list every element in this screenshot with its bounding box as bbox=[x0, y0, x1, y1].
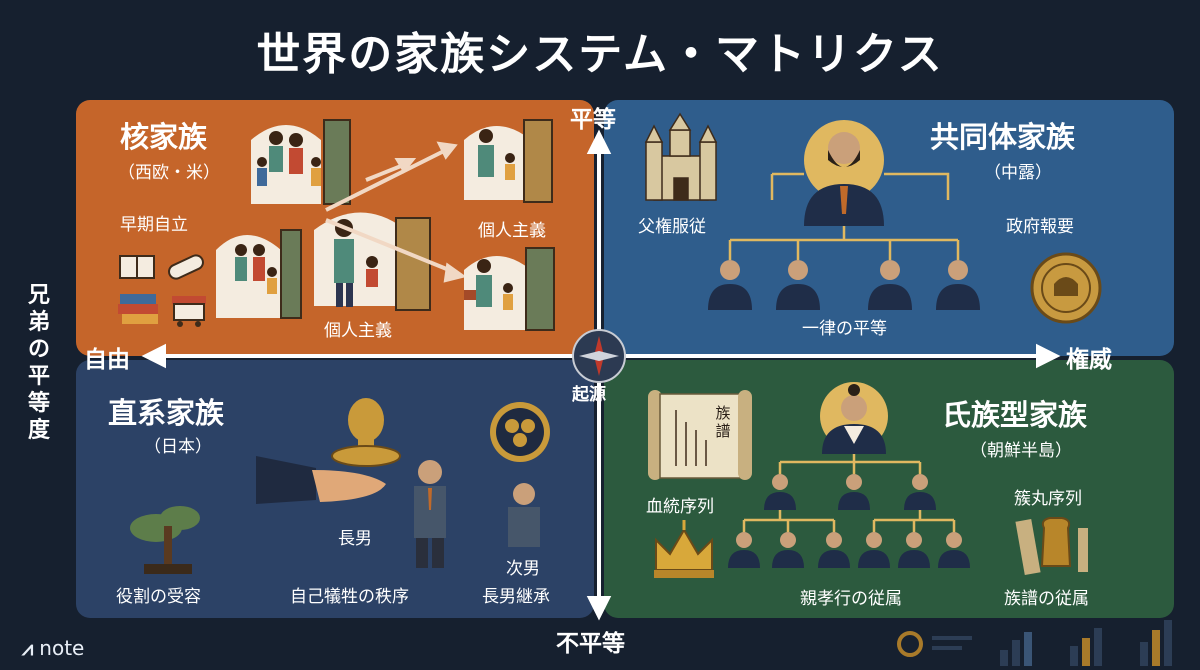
note-brand[interactable]: ⩘note bbox=[22, 636, 84, 660]
father-child-doorway-icon bbox=[314, 212, 431, 311]
quadrant-title: 直系家族 bbox=[108, 396, 225, 430]
second-son-figure-icon bbox=[508, 483, 540, 547]
castle-icon bbox=[644, 112, 718, 201]
bonsai-tree-icon bbox=[130, 506, 200, 574]
arrows-icon bbox=[325, 141, 467, 283]
label-patriarchal-obedience: 父権服従 bbox=[638, 217, 706, 237]
clan-tree-lines bbox=[742, 454, 956, 532]
father-child-leaving-icon bbox=[464, 119, 553, 203]
label-early-independence: 早期自立 bbox=[120, 215, 188, 235]
axis-label-sibling-equality: 兄弟の平等度 bbox=[27, 283, 50, 443]
ancestor-portrait-icon bbox=[820, 382, 888, 454]
quadrant-title: 核家族 bbox=[120, 120, 208, 154]
handing-over-hand-icon bbox=[256, 456, 386, 504]
origin-label: 起源 bbox=[572, 385, 606, 405]
label-individualism: 個人主義 bbox=[478, 221, 546, 241]
quadrant-subtitle: （西欧・米） bbox=[118, 163, 220, 183]
org-chart-lines bbox=[728, 172, 960, 260]
label-uniform-equality: 一律の平等 bbox=[802, 319, 887, 339]
quadrant-subtitle: （朝鮮半島） bbox=[970, 441, 1072, 461]
clan-family-illustration bbox=[648, 382, 1088, 578]
label-self-sacrifice-order: 自己犠牲の秩序 bbox=[290, 587, 409, 607]
axis-label-freedom: 自由 bbox=[84, 347, 130, 373]
family-doorway-icon bbox=[251, 119, 351, 205]
label-bloodline-hierarchy: 血統序列 bbox=[646, 497, 714, 517]
quadrant-stem-family: 直系家族 （日本） 長男 次男 長男継承 役割の受容 自己犠牲の秩序 bbox=[76, 360, 594, 618]
shop-cart-icon bbox=[172, 296, 206, 327]
axis-label-authority: 権威 bbox=[1066, 347, 1112, 373]
stem-family-illustration bbox=[130, 398, 550, 574]
page-title: 世界の家族システム・マトリクス bbox=[256, 29, 944, 80]
label-role-acceptance: 役割の受容 bbox=[116, 587, 201, 607]
note-logo-icon: ⩘ bbox=[22, 636, 34, 660]
compass-icon bbox=[572, 329, 626, 383]
genealogy-scroll-icon bbox=[648, 390, 752, 480]
quadrant-title: 共同体家族 bbox=[930, 120, 1076, 154]
diploma-icon bbox=[168, 254, 204, 280]
family-doorway-icon-2 bbox=[216, 229, 302, 319]
scroll-text: 族譜 bbox=[715, 404, 731, 440]
eldest-son-figure-icon bbox=[414, 460, 446, 568]
quadrant-title: 氏族型家族 bbox=[942, 398, 1088, 432]
clan-members-icon bbox=[728, 474, 970, 568]
quadrant-clan-family: 族譜 氏族型家族 （朝鮮半島） 血統序列 簇丸序列 親孝行の従属 族譜の従属 bbox=[604, 360, 1174, 618]
label-clan-hierarchy: 簇丸序列 bbox=[1014, 489, 1082, 509]
ceremonial-vessels-icon bbox=[1015, 517, 1088, 575]
label-eldest-son-succession: 長男継承 bbox=[482, 587, 550, 607]
crown-icon bbox=[654, 520, 714, 578]
family-crest-icon bbox=[490, 402, 550, 462]
axis-label-equality: 平等 bbox=[570, 107, 616, 133]
books-icon bbox=[118, 255, 158, 324]
bar-chart-decoration-icon bbox=[897, 620, 1172, 666]
nuclear-family-illustration bbox=[118, 119, 555, 331]
label-second-son: 次男 bbox=[506, 559, 540, 579]
label-genealogy-subordination: 族譜の従属 bbox=[1004, 589, 1089, 609]
label-individualism-2: 個人主義 bbox=[324, 321, 392, 341]
quadrant-subtitle: （中露） bbox=[984, 163, 1052, 183]
quadrant-subtitle: （日本） bbox=[144, 437, 212, 457]
note-brand-text: note bbox=[39, 636, 85, 660]
father-child-leaving-icon-2 bbox=[464, 247, 555, 331]
axis-label-inequality: 不平等 bbox=[556, 631, 625, 657]
government-seal-icon bbox=[1030, 252, 1102, 324]
label-eldest-son: 長男 bbox=[338, 529, 372, 549]
label-government: 政府報要 bbox=[1006, 217, 1074, 237]
stamp-icon bbox=[331, 398, 401, 467]
quadrant-community-family: 共同体家族 （中露） 父権服従 政府報要 一律の平等 bbox=[604, 100, 1174, 356]
leader-portrait-icon bbox=[804, 120, 884, 226]
label-filial-subordination: 親孝行の従属 bbox=[800, 589, 902, 609]
community-family-illustration bbox=[644, 112, 1102, 324]
quadrant-nuclear-family: 核家族 （西欧・米） 早期自立 個人主義 個人主義 bbox=[76, 100, 594, 356]
citizens-row-icon bbox=[708, 260, 980, 310]
